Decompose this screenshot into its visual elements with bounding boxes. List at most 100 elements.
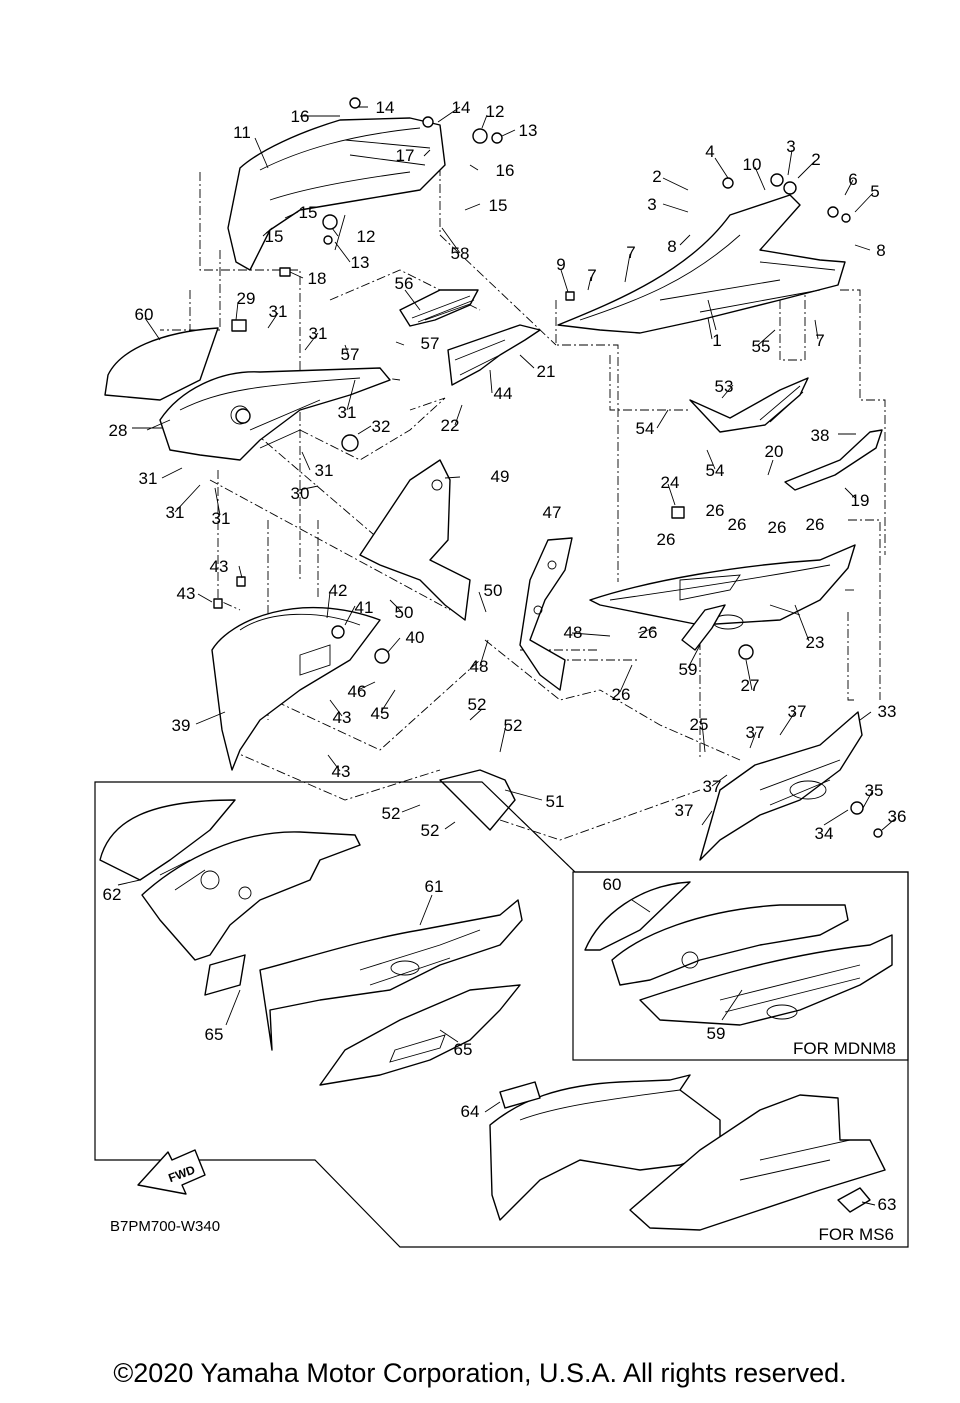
callout-label: 31 [166, 503, 185, 522]
part-floor-23 [589, 544, 856, 630]
callout-label: 31 [269, 302, 288, 321]
callout-label: 35 [865, 781, 884, 800]
callout-label: 40 [406, 628, 425, 647]
callout-label: 52 [421, 821, 440, 840]
callout-label: 37 [703, 777, 722, 796]
variant-caption-mdnm8: FOR MDNM8 [793, 1039, 896, 1058]
part-inner-panel-28 [132, 367, 391, 461]
part-19 [784, 429, 883, 491]
callout-label: 43 [333, 708, 352, 727]
callout-label: 16 [291, 107, 310, 126]
callout-label: 22 [441, 416, 460, 435]
callout-labels: 11 16 14 14 12 13 17 16 15 15 15 12 13 5… [103, 98, 907, 1214]
part-53 [689, 377, 809, 433]
part-side-cowl [557, 194, 846, 334]
part-upper-cowl [227, 117, 446, 271]
callout-label: 19 [851, 491, 870, 510]
callout-label: 65 [454, 1040, 473, 1059]
callout-label: 7 [587, 266, 596, 285]
callout-label: 48 [564, 623, 583, 642]
callout-label: 48 [470, 657, 489, 676]
part-49 [359, 459, 471, 621]
part-59 [681, 604, 726, 651]
callout-label: 3 [786, 137, 795, 156]
callout-label: 33 [878, 702, 897, 721]
callout-label: 58 [451, 244, 470, 263]
callout-label: 15 [489, 196, 508, 215]
callout-label: 15 [299, 203, 318, 222]
callout-label: 49 [491, 467, 510, 486]
callout-label: 31 [212, 509, 231, 528]
fasteners [213, 97, 883, 838]
callout-label: 26 [706, 501, 725, 520]
callout-label: 37 [675, 801, 694, 820]
callout-label: 26 [806, 515, 825, 534]
callout-label: 46 [348, 682, 367, 701]
callout-label: 37 [788, 702, 807, 721]
callout-label: 43 [210, 557, 229, 576]
part-bracket-21 [447, 324, 541, 386]
callout-label: 44 [494, 384, 513, 403]
callout-label: 14 [376, 98, 395, 117]
callout-label: 39 [172, 716, 191, 735]
callout-label: 7 [626, 243, 635, 262]
callout-label: 34 [815, 824, 834, 843]
variant-box-mdnm8 [572, 871, 909, 1061]
callout-label: 1 [712, 331, 721, 350]
callout-label: 32 [372, 417, 391, 436]
callout-label: 45 [371, 704, 390, 723]
callout-label: 52 [382, 804, 401, 823]
callout-label: 60 [603, 875, 622, 894]
callout-label: 28 [109, 421, 128, 440]
callout-label: 47 [543, 503, 562, 522]
callout-label: 31 [139, 469, 158, 488]
part-47 [519, 537, 573, 691]
callout-label: 17 [396, 146, 415, 165]
callout-label: 50 [484, 581, 503, 600]
callout-label: 6 [848, 170, 857, 189]
callout-label: 12 [486, 102, 505, 121]
callout-label: 57 [421, 334, 440, 353]
callout-label: 7 [815, 331, 824, 350]
callout-label: 53 [715, 377, 734, 396]
callout-label: 2 [652, 167, 661, 186]
part-rear-lower-33 [699, 711, 863, 861]
part-51 [439, 769, 516, 831]
callout-label: 12 [357, 227, 376, 246]
callout-label: 5 [870, 182, 879, 201]
callout-label: 56 [395, 274, 414, 293]
callout-label: 31 [309, 324, 328, 343]
callout-label: 4 [705, 142, 714, 161]
callout-label: 38 [811, 426, 830, 445]
callout-label: 29 [237, 289, 256, 308]
callout-label: 42 [329, 581, 348, 600]
callout-label: 21 [537, 362, 556, 381]
callout-label: 31 [315, 461, 334, 480]
callout-label: 43 [332, 762, 351, 781]
variant-caption-ms6: FOR MS6 [818, 1225, 894, 1244]
part-lower-front-39 [195, 606, 381, 771]
callout-label: 41 [355, 598, 374, 617]
callout-label: 55 [752, 337, 771, 356]
callout-label: 26 [657, 530, 676, 549]
callout-label: 13 [519, 121, 538, 140]
assembly-lines [95, 150, 886, 873]
callout-label: 50 [395, 603, 414, 622]
callout-label: 51 [546, 792, 565, 811]
callout-label: 43 [177, 584, 196, 603]
callout-label: 62 [103, 885, 122, 904]
callout-label: 63 [878, 1195, 897, 1214]
callout-label: 18 [308, 269, 327, 288]
callout-label: 52 [468, 695, 487, 714]
callout-label: 23 [806, 633, 825, 652]
callout-label: 61 [425, 877, 444, 896]
callout-label: 52 [504, 716, 523, 735]
callout-label: 30 [291, 484, 310, 503]
part-vent-56 [399, 289, 479, 327]
callout-label: 8 [876, 241, 885, 260]
diagram-code: B7PM700-W340 [110, 1218, 220, 1235]
callout-label: 59 [707, 1024, 726, 1043]
callout-label: 31 [338, 403, 357, 422]
